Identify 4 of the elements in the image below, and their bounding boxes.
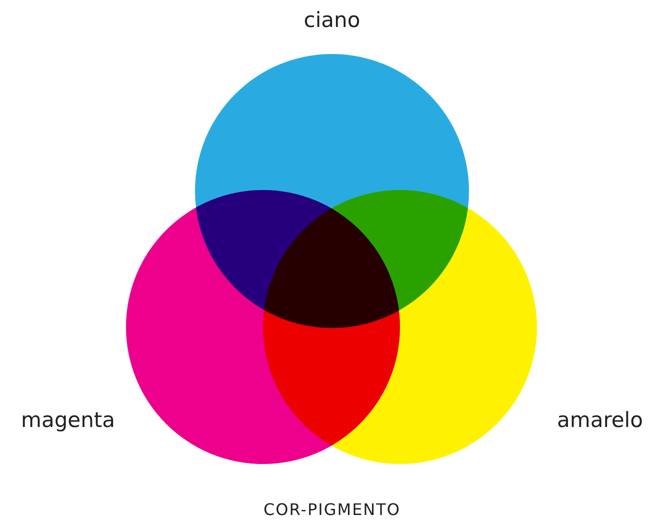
circle-label: amarelo [557, 408, 643, 432]
circle-label: magenta [21, 408, 115, 432]
circle-label: ciano [304, 8, 360, 32]
caption: COR-PIGMENTO [263, 500, 401, 519]
